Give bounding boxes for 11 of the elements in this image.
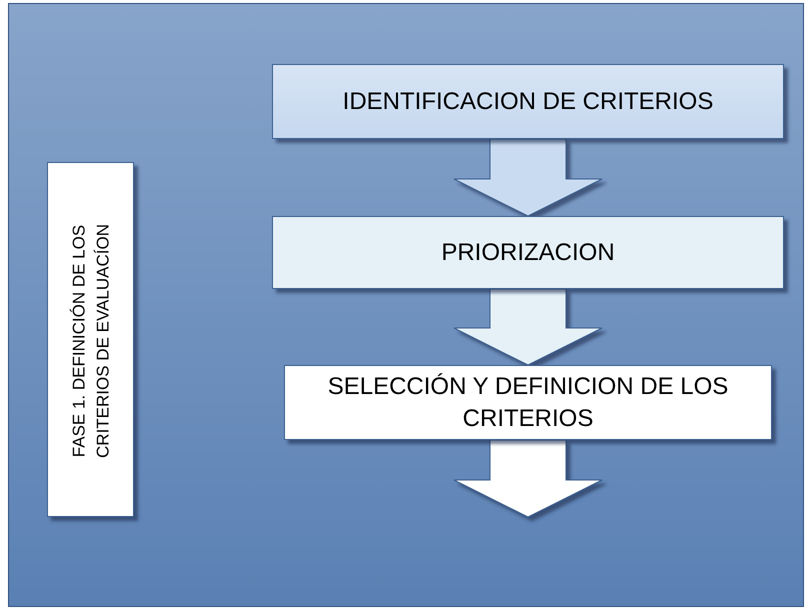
process-box bbox=[284, 365, 772, 440]
process-box bbox=[272, 216, 784, 289]
step-label: IDENTIFICACION DE CRITERIOS bbox=[342, 86, 714, 117]
block-arrow bbox=[454, 288, 602, 366]
step-label: PRIORIZACION bbox=[440, 238, 616, 268]
block-arrow bbox=[454, 138, 602, 217]
process-box bbox=[272, 64, 784, 139]
step-label: SELECCIÓN Y DEFINICION DE LOS CRITERIOS bbox=[326, 372, 730, 434]
phase-box bbox=[47, 162, 134, 517]
block-arrow bbox=[454, 440, 602, 518]
phase-label: FASE 1. DEFINICIÓN DE LOS CRITERIOS DE EVALUACÍON bbox=[68, 222, 114, 460]
